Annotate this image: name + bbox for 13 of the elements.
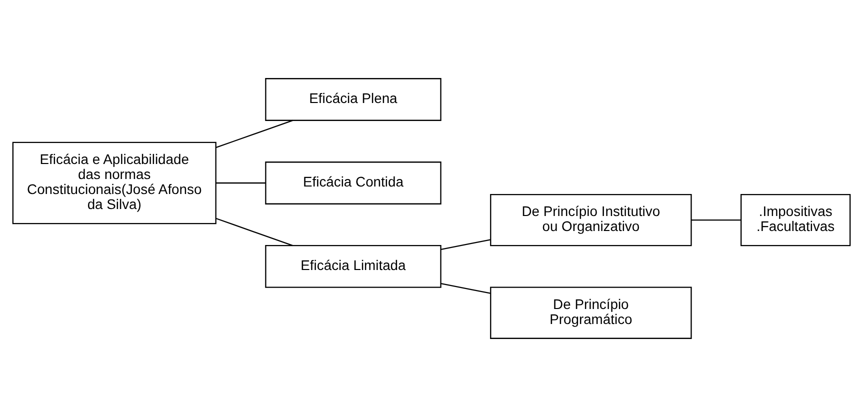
node-box: De Princípio Programático (490, 286, 692, 338)
node-box: .Impositivas .Facultativas (740, 194, 851, 246)
connector (216, 119, 293, 148)
connector (440, 238, 491, 250)
connector (440, 282, 491, 294)
node-box: Eficácia e Aplicabilidade das normas Constitucionais(José Afonso da Silva) (12, 141, 216, 224)
node-box: De Princípio Institutivo ou Organizativo (490, 194, 692, 246)
connector (691, 219, 741, 220)
node-box: Eficácia Contida (265, 161, 442, 204)
node-box: Eficácia Limitada (265, 244, 442, 288)
node-box: Eficácia Plena (265, 78, 442, 120)
connector (216, 182, 266, 184)
connector (216, 217, 293, 246)
